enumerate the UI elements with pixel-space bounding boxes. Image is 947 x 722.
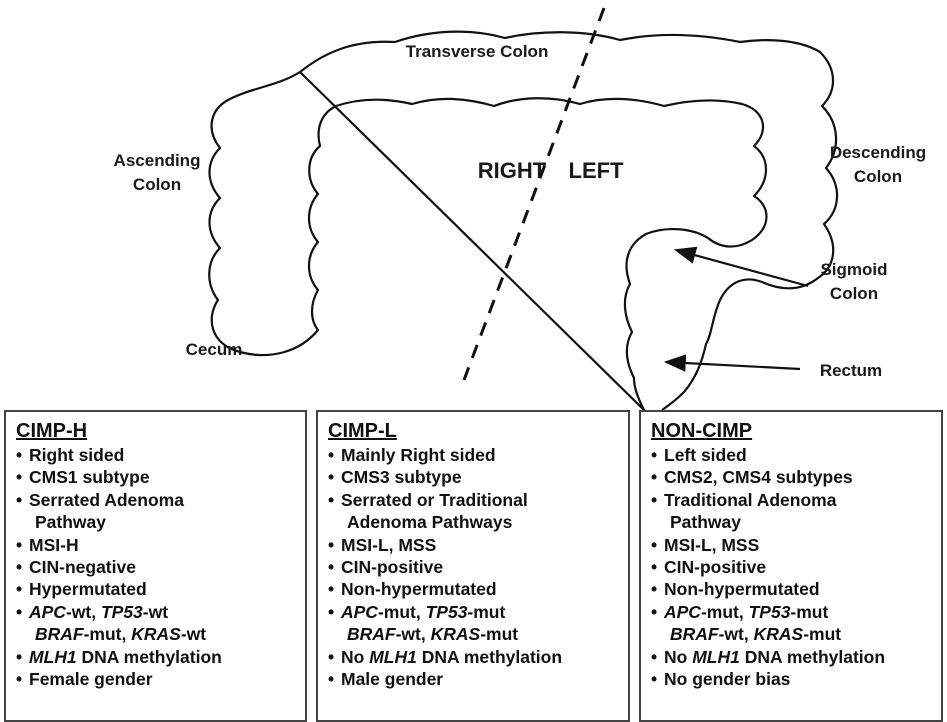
feature-line: Non-hypermutated	[341, 578, 620, 600]
feature-item: CMS2, CMS4 subtypes	[651, 466, 933, 488]
feature-line: CIN-negative	[29, 556, 297, 578]
feature-item: Right sided	[16, 444, 297, 466]
cecum-label: Cecum	[186, 340, 243, 359]
feature-line: No MLH1 DNA methylation	[341, 646, 620, 668]
rectum-arrow	[666, 362, 800, 369]
feature-line: CMS1 subtype	[29, 466, 297, 488]
feature-item: Left sided	[651, 444, 933, 466]
feature-line: Left sided	[664, 444, 933, 466]
feature-line: Right sided	[29, 444, 297, 466]
feature-item: CIN-negative	[16, 556, 297, 578]
feature-line: Female gender	[29, 668, 297, 690]
feature-line: CIN-positive	[664, 556, 933, 578]
cimp-h-box: CIMP-H Right sidedCMS1 subtypeSerrated A…	[4, 410, 307, 722]
feature-item: Mainly Right sided	[328, 444, 620, 466]
feature-line: CMS2, CMS4 subtypes	[664, 466, 933, 488]
descending-colon-label-1: Descending	[830, 143, 926, 162]
feature-line: Hypermutated	[29, 578, 297, 600]
feature-item: Hypermutated	[16, 578, 297, 600]
feature-item: No MLH1 DNA methylation	[328, 646, 620, 668]
feature-item: MLH1 DNA methylation	[16, 646, 297, 668]
feature-line: Adenoma Pathways	[341, 511, 620, 533]
feature-line: MSI-L, MSS	[664, 534, 933, 556]
right-label: RIGHT	[478, 158, 547, 183]
feature-item: MSI-L, MSS	[328, 534, 620, 556]
feature-line: BRAF-wt, KRAS-mut	[341, 623, 620, 645]
non-cimp-box: NON-CIMP Left sidedCMS2, CMS4 subtypesTr…	[639, 410, 943, 722]
feature-line: MSI-L, MSS	[341, 534, 620, 556]
feature-line: Mainly Right sided	[341, 444, 620, 466]
cimp-h-title: CIMP-H	[16, 418, 297, 444]
rectum-label: Rectum	[820, 361, 882, 380]
feature-line: BRAF-mut, KRAS-wt	[29, 623, 297, 645]
feature-line: APC-mut, TP53-mut	[664, 601, 933, 623]
feature-item: No gender bias	[651, 668, 933, 690]
non-cimp-feature-list: Left sidedCMS2, CMS4 subtypesTraditional…	[651, 444, 933, 690]
left-label: LEFT	[569, 158, 625, 183]
feature-line: Serrated Adenoma	[29, 489, 297, 511]
ascending-colon-label-2: Colon	[133, 175, 181, 194]
feature-line: MLH1 DNA methylation	[29, 646, 297, 668]
cimp-h-feature-list: Right sidedCMS1 subtypeSerrated AdenomaP…	[16, 444, 297, 690]
feature-item: Non-hypermutated	[651, 578, 933, 600]
feature-item: CMS3 subtype	[328, 466, 620, 488]
feature-item: CMS1 subtype	[16, 466, 297, 488]
feature-item: Female gender	[16, 668, 297, 690]
feature-line: MSI-H	[29, 534, 297, 556]
feature-line: Pathway	[664, 511, 933, 533]
feature-line: No gender bias	[664, 668, 933, 690]
descending-colon-label-2: Colon	[854, 167, 902, 186]
feature-item: MSI-L, MSS	[651, 534, 933, 556]
feature-line: BRAF-wt, KRAS-mut	[664, 623, 933, 645]
feature-line: Non-hypermutated	[664, 578, 933, 600]
right-left-divider	[464, 8, 604, 380]
feature-line: Serrated or Traditional	[341, 489, 620, 511]
feature-item: MSI-H	[16, 534, 297, 556]
ascending-colon-label-1: Ascending	[114, 151, 201, 170]
feature-line: Male gender	[341, 668, 620, 690]
colon-diagram: Transverse Colon Ascending Colon Descend…	[0, 0, 947, 410]
cimp-l-box: CIMP-L Mainly Right sidedCMS3 subtypeSer…	[316, 410, 630, 722]
feature-item: CIN-positive	[328, 556, 620, 578]
cimp-l-feature-list: Mainly Right sidedCMS3 subtypeSerrated o…	[328, 444, 620, 690]
feature-line: APC-wt, TP53-wt	[29, 601, 297, 623]
feature-line: No MLH1 DNA methylation	[664, 646, 933, 668]
feature-item: CIN-positive	[651, 556, 933, 578]
feature-line: Pathway	[29, 511, 297, 533]
cimp-l-title: CIMP-L	[328, 418, 620, 444]
feature-line: CMS3 subtype	[341, 466, 620, 488]
sigmoid-colon-label-2: Colon	[830, 284, 878, 303]
feature-item: Non-hypermutated	[328, 578, 620, 600]
feature-item: Male gender	[328, 668, 620, 690]
sigmoid-colon-label-1: Sigmoid	[820, 260, 887, 279]
feature-line: APC-mut, TP53-mut	[341, 601, 620, 623]
transverse-colon-label: Transverse Colon	[406, 42, 549, 61]
feature-line: Traditional Adenoma	[664, 489, 933, 511]
non-cimp-title: NON-CIMP	[651, 418, 933, 444]
feature-line: CIN-positive	[341, 556, 620, 578]
feature-item: No MLH1 DNA methylation	[651, 646, 933, 668]
